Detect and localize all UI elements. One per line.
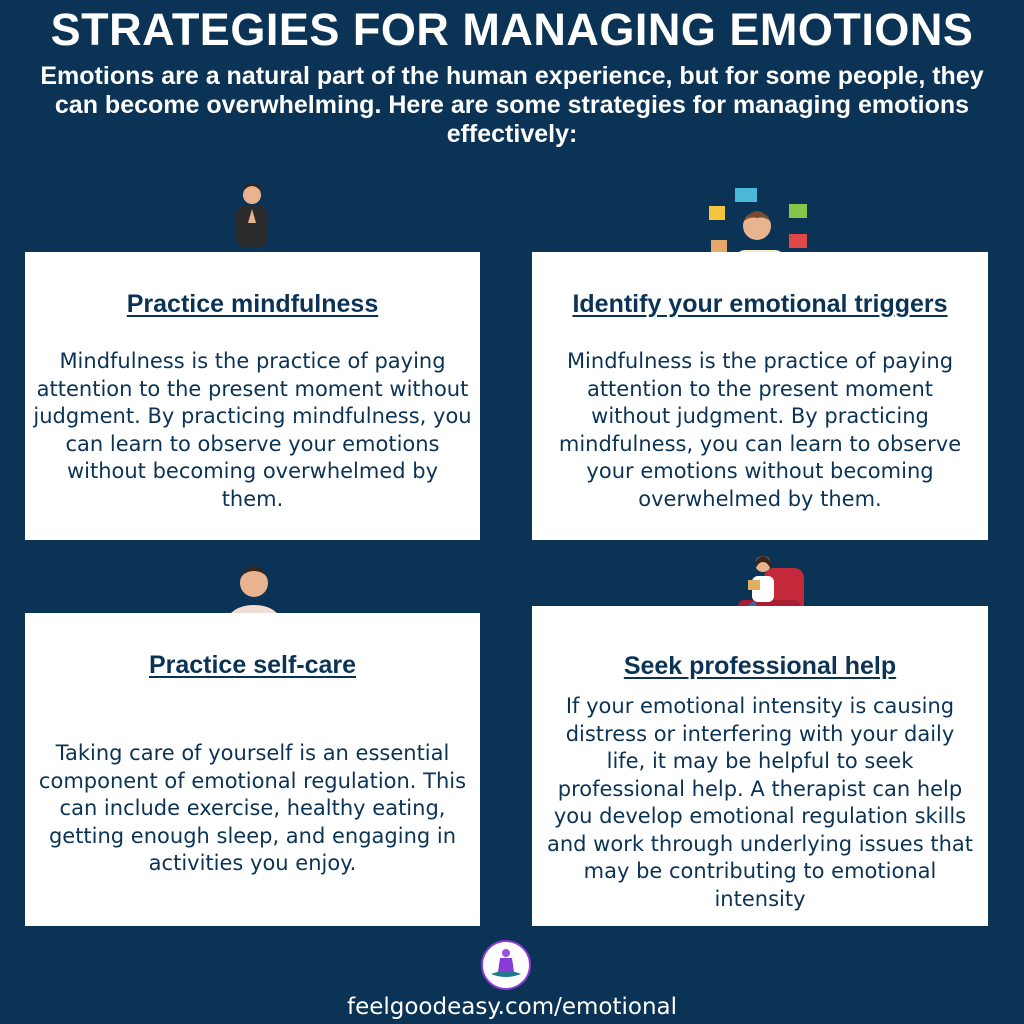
card-title: Seek professional help bbox=[623, 652, 897, 680]
card-body: Mindfulness is the practice of paying at… bbox=[33, 349, 472, 511]
card-title: Identify your emotional triggers bbox=[572, 290, 948, 318]
card-seek-professional-help: Seek professional help If your emotional… bbox=[532, 606, 988, 926]
card-title: Practice mindfulness bbox=[126, 290, 379, 318]
card-practice-mindfulness: Practice mindfulness Mindfulness is the … bbox=[25, 252, 480, 540]
intro-text: Emotions are a natural part of the human… bbox=[40, 62, 984, 148]
card-body: Taking care of yourself is an essential … bbox=[38, 741, 467, 875]
footer-url[interactable]: feelgoodeasy.com/emotional bbox=[346, 994, 678, 1020]
card-title: Practice self-care bbox=[148, 651, 357, 679]
card-body: If your emotional intensity is causing d… bbox=[547, 694, 973, 911]
logo-meditation-icon bbox=[481, 940, 531, 990]
card-body: Mindfulness is the practice of paying at… bbox=[558, 349, 962, 511]
page-title: STRATEGIES FOR MANAGING EMOTIONS bbox=[50, 4, 974, 55]
card-identify-triggers: Identify your emotional triggers Mindful… bbox=[532, 252, 988, 540]
card-practice-self-care: Practice self-care Taking care of yourse… bbox=[25, 613, 480, 926]
